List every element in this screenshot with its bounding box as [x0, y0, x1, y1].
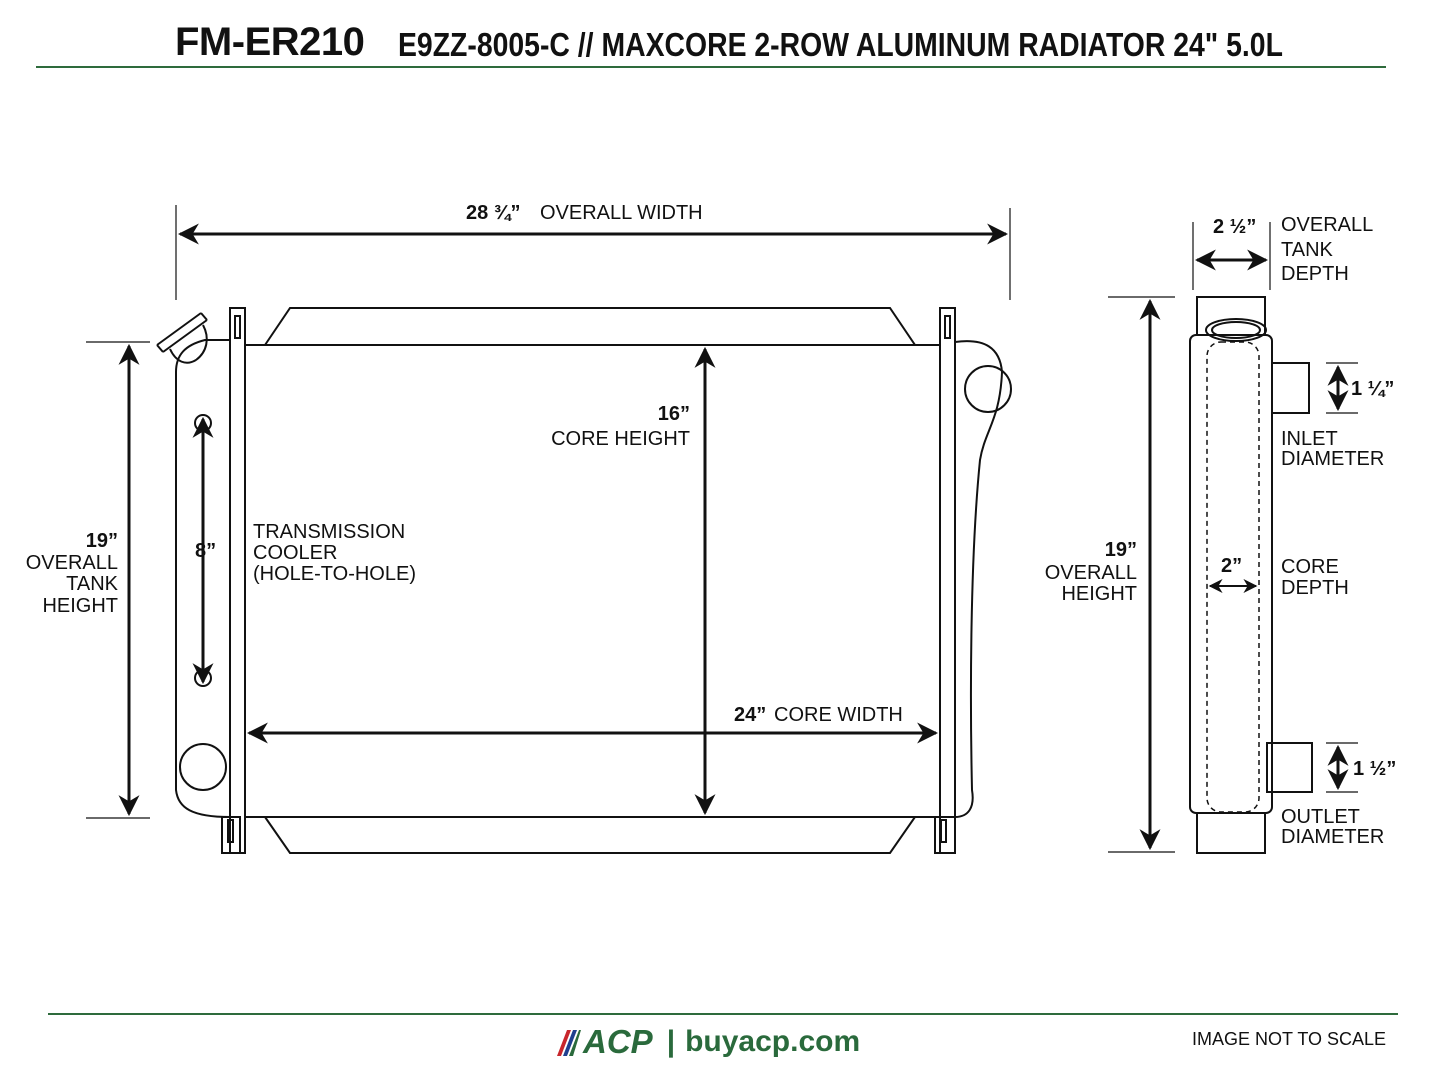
- header-divider: [36, 66, 1386, 68]
- acp-stripes-icon: [557, 1030, 581, 1056]
- core-width-value: 24”: [734, 704, 766, 726]
- core-height-value: 16”: [658, 403, 690, 425]
- overall-height-label-2: HEIGHT: [1061, 583, 1137, 605]
- outlet-label-2: DIAMETER: [1281, 826, 1384, 848]
- cooler-label-3: (HOLE-TO-HOLE): [253, 563, 416, 585]
- acp-logo: ACP | buyacp.com: [555, 1022, 860, 1062]
- outlet-label-1: OUTLET: [1281, 806, 1360, 828]
- cooler-label-1: TRANSMISSION: [253, 521, 405, 543]
- scale-note: IMAGE NOT TO SCALE: [1192, 1029, 1387, 1049]
- cooler-label-2: COOLER: [253, 542, 337, 564]
- inlet-label-1: INLET: [1281, 428, 1338, 450]
- core-height-label: CORE HEIGHT: [551, 428, 690, 450]
- cooler-value: 8”: [195, 540, 216, 562]
- right-bracket: [939, 307, 956, 854]
- right-inlet-port: [964, 365, 1012, 413]
- left-tank: [175, 339, 231, 819]
- tank-height-label-2: TANK: [66, 573, 119, 595]
- tank-depth-label-1: OVERALL: [1281, 214, 1373, 236]
- tank-depth-value: 2 ½”: [1213, 216, 1256, 238]
- side-core: [1206, 341, 1260, 813]
- core-depth-label-2: DEPTH: [1281, 577, 1349, 599]
- tank-depth-label-2: TANK: [1281, 239, 1334, 261]
- core-width-label: CORE WIDTH: [774, 704, 903, 726]
- left-outlet-port: [179, 743, 227, 791]
- logo-separator: |: [666, 1025, 676, 1058]
- overall-width-value: 28 ¾”: [466, 202, 520, 224]
- outlet-pipe: [1266, 742, 1313, 793]
- overall-height-value: 19”: [1105, 539, 1137, 561]
- side-view: [1189, 296, 1313, 854]
- tank-height-value: 19”: [86, 530, 118, 552]
- outlet-value: 1 ½”: [1353, 758, 1396, 780]
- overall-width-label: OVERALL WIDTH: [540, 202, 703, 224]
- side-top-neck: [1196, 296, 1266, 336]
- left-bracket: [229, 307, 246, 854]
- overall-height-label-1: OVERALL: [1045, 562, 1137, 584]
- tank-height-label-1: OVERALL: [26, 552, 118, 574]
- core-depth-label-1: CORE: [1281, 556, 1339, 578]
- filler-neck: [156, 312, 208, 364]
- side-filler-cap: [1205, 318, 1267, 342]
- core-depth-value: 2”: [1221, 555, 1242, 577]
- product-title: E9ZZ-8005-C // MAXCORE 2-ROW ALUMINUM RA…: [398, 26, 1283, 63]
- inlet-value: 1 ¼”: [1351, 378, 1394, 400]
- inlet-pipe: [1271, 362, 1310, 414]
- side-bottom: [1196, 812, 1266, 854]
- website-link[interactable]: buyacp.com: [685, 1025, 861, 1058]
- acp-logo-text: ACP: [583, 1023, 653, 1060]
- top-shroud: [263, 307, 917, 346]
- tank-depth-label-3: DEPTH: [1281, 263, 1349, 285]
- tank-height-label-3: HEIGHT: [42, 595, 118, 617]
- footer-divider: [48, 1013, 1398, 1015]
- inlet-label-2: DIAMETER: [1281, 448, 1384, 470]
- part-number: FM-ER210: [175, 20, 365, 64]
- bottom-shroud: [263, 816, 917, 854]
- right-tank: [954, 340, 1004, 819]
- front-view: [156, 307, 1012, 854]
